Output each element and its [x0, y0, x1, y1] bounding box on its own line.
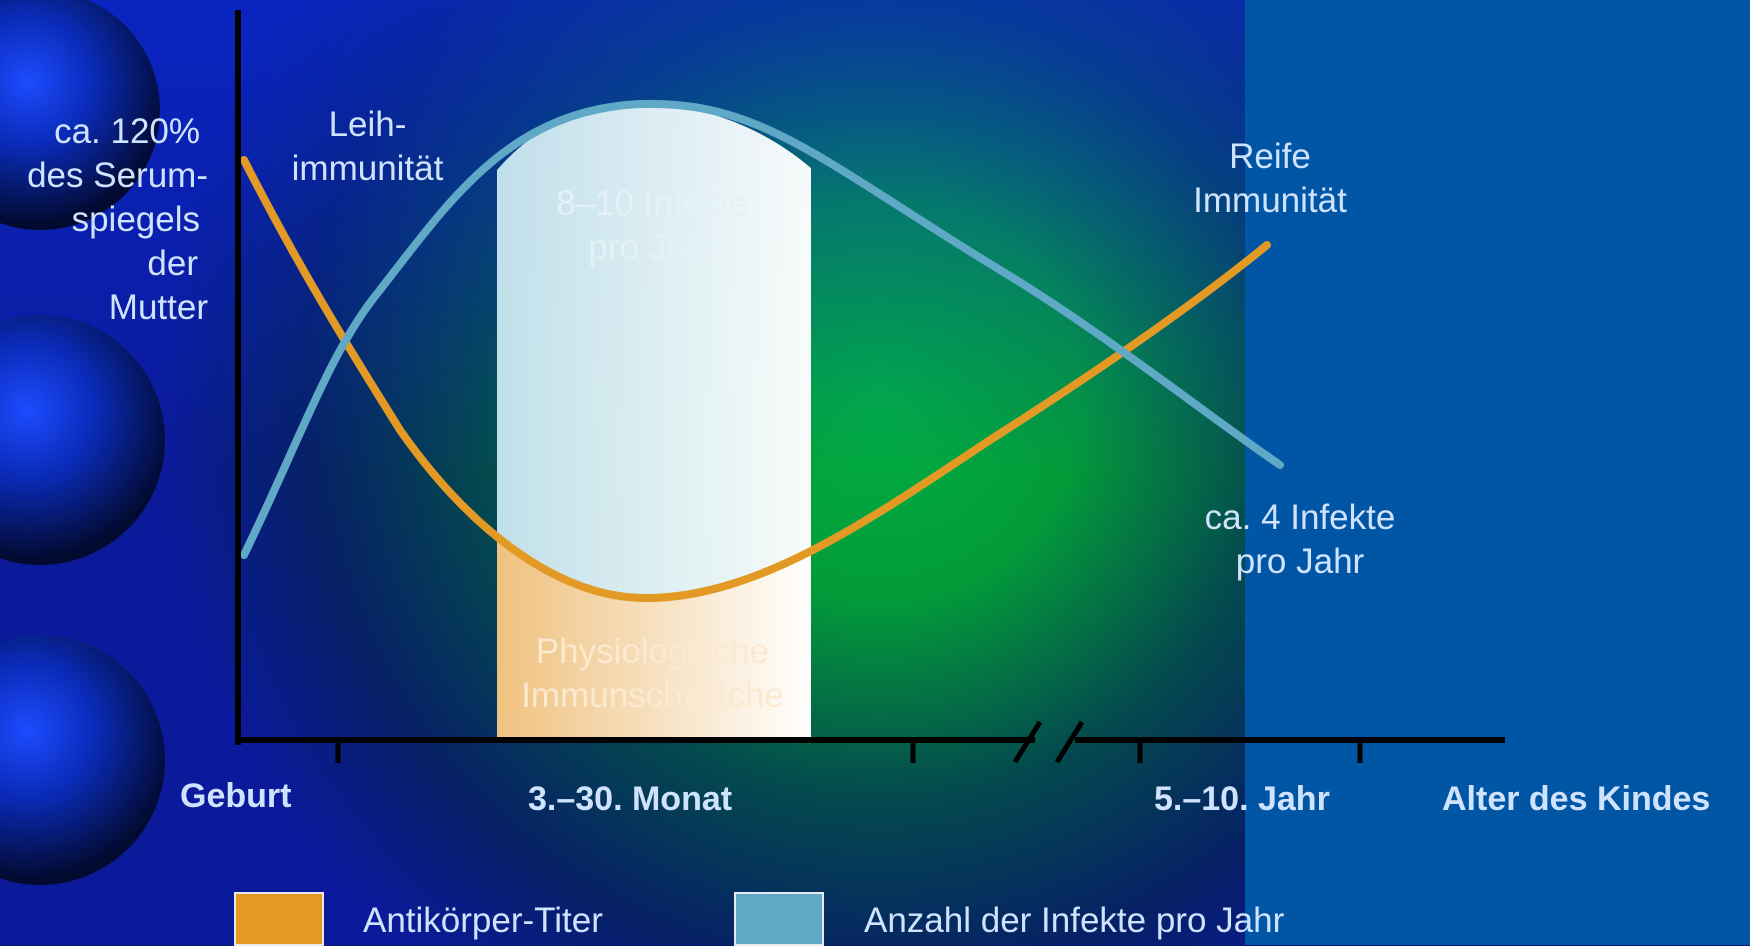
- reife-immunitaet-label: Reife Immunität: [1193, 137, 1347, 220]
- x-axis-title: Alter des Kindes: [1442, 780, 1711, 818]
- antibody-curve: [240, 156, 1271, 603]
- axis-break-mark: [1012, 720, 1043, 764]
- legend-swatch-infection: [734, 892, 824, 946]
- vier-infekte-label: ca. 4 Infekte pro Jahr: [1204, 498, 1396, 581]
- band-lower-region: [497, 540, 811, 740]
- legend-label-infection: Anzahl der Infekte pro Jahr: [864, 901, 1285, 940]
- leihimmunitaet-label: Leih- immunität: [291, 105, 444, 188]
- x-label-jahr: 5.–10. Jahr: [1154, 780, 1330, 818]
- legend-swatch-antibody: [234, 892, 324, 946]
- infection-curve: [240, 99, 1284, 559]
- x-label-geburt: Geburt: [180, 777, 292, 815]
- axis-break-mark: [1054, 720, 1085, 764]
- y-axis-label: ca. 120% des Serum- spiegels der Mutter: [27, 112, 208, 327]
- legend-label-antibody: Antikörper-Titer: [363, 901, 603, 940]
- band-upper-label: 8–10 Infekte pro Jahr: [556, 184, 749, 267]
- x-label-monat: 3.–30. Monat: [528, 780, 733, 818]
- band-lower-label: Physiologische Immunschwäche: [521, 632, 784, 715]
